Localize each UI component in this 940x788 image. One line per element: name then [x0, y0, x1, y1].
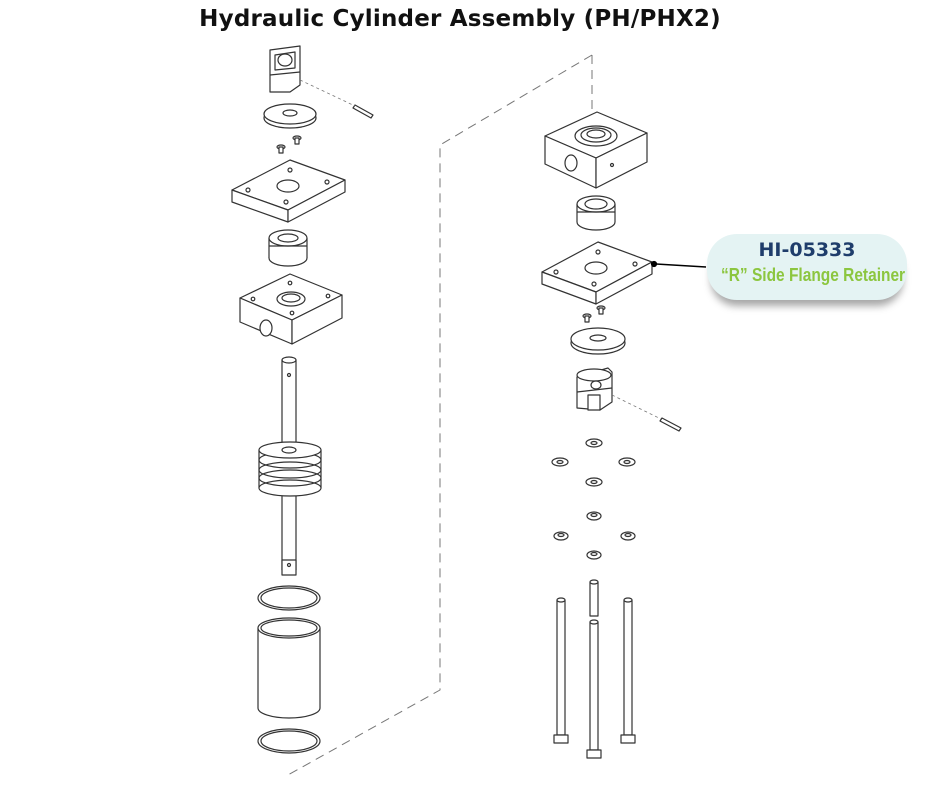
- left-o-ring-upper: [257, 585, 321, 611]
- left-gland: [268, 229, 308, 267]
- right-pin: [659, 417, 682, 432]
- left-end-block: [239, 273, 343, 345]
- left-pin: [352, 104, 374, 119]
- right-end-block: [544, 111, 648, 189]
- right-clevis: [576, 367, 613, 411]
- left-barrel: [257, 617, 321, 719]
- right-nuts: [553, 511, 636, 560]
- page-title: Hydraulic Cylinder Assembly (PH/PHX2): [199, 6, 721, 32]
- callout-part-number: HI-05333: [758, 239, 856, 261]
- right-washer-plate: [570, 327, 626, 355]
- left-o-ring-lower: [257, 728, 321, 754]
- left-flange-plate: [231, 159, 346, 223]
- right-gland: [576, 195, 616, 231]
- left-washer-plate: [263, 103, 317, 129]
- left-screws: [276, 135, 302, 154]
- callout-description: “R” Side Flange Retainer: [721, 265, 906, 285]
- right-screws: [582, 305, 606, 323]
- right-tie-rods: [553, 579, 636, 759]
- right-washers: [551, 438, 636, 487]
- callout-arrow: [650, 260, 707, 268]
- left-clevis: [269, 45, 301, 93]
- left-piston: [258, 441, 322, 497]
- right-flange-retainer: [541, 241, 653, 305]
- part-callout: HI-05333 “R” Side Flange Retainer: [707, 234, 907, 300]
